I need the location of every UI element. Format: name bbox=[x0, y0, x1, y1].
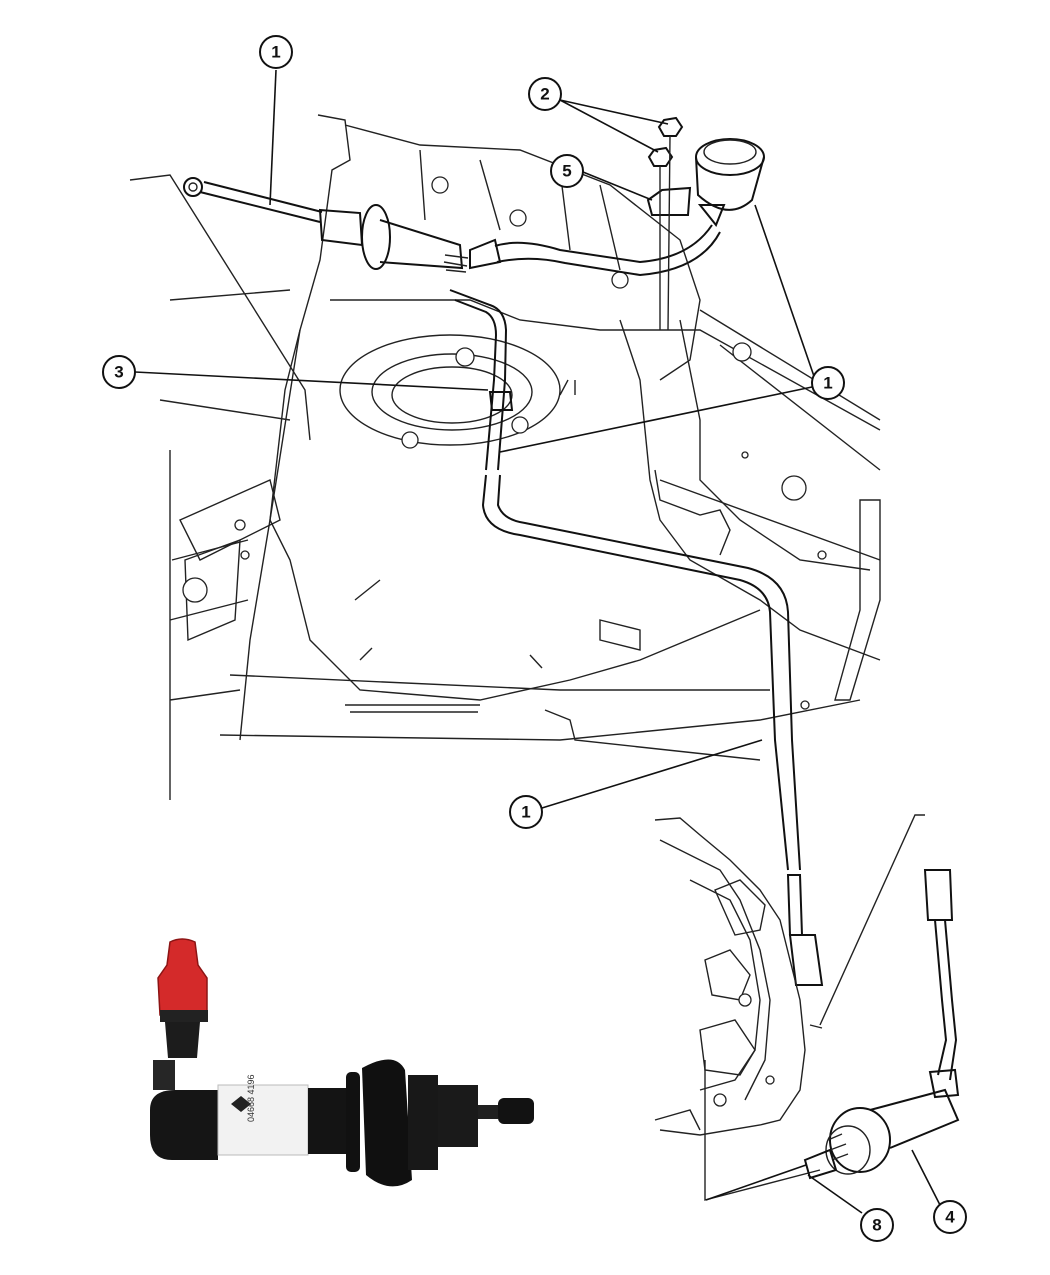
red-bleeder-cap bbox=[157, 938, 208, 1016]
leader-lines bbox=[134, 69, 941, 1214]
callout-3: 3 bbox=[102, 355, 136, 389]
callout-4: 4 bbox=[933, 1200, 967, 1234]
callout-2: 2 bbox=[528, 77, 562, 111]
callout-3-label: 3 bbox=[114, 363, 123, 382]
detail-outline bbox=[704, 814, 925, 1201]
callout-4-label: 4 bbox=[945, 1208, 955, 1227]
callout-1-top: 1 bbox=[259, 35, 293, 69]
flange-nuts bbox=[647, 116, 684, 331]
transmission-bellhousing bbox=[654, 817, 806, 1136]
part-photo: 04668 4196 bbox=[150, 938, 534, 1187]
callout-8-label: 8 bbox=[872, 1216, 881, 1235]
vehicle-body-linework bbox=[129, 114, 881, 800]
callout-2-label: 2 bbox=[540, 85, 549, 104]
callout-1-right: 1 bbox=[811, 366, 845, 400]
callout-5: 5 bbox=[550, 154, 584, 188]
clutch-master-cylinder bbox=[183, 177, 502, 273]
callout-1-right-label: 1 bbox=[823, 374, 832, 393]
callout-5-label: 5 bbox=[562, 162, 571, 181]
callout-8: 8 bbox=[860, 1208, 894, 1242]
hydraulic-line bbox=[449, 224, 824, 986]
callout-1-top-label: 1 bbox=[271, 43, 280, 62]
callout-1-bottom: 1 bbox=[509, 795, 543, 829]
part-label bbox=[217, 1084, 309, 1156]
callout-1-bottom-label: 1 bbox=[521, 803, 530, 822]
slave-cylinder-detail bbox=[803, 869, 960, 1180]
part-label-text: 04668 4196 bbox=[246, 1074, 256, 1122]
fluid-reservoir bbox=[646, 138, 765, 227]
